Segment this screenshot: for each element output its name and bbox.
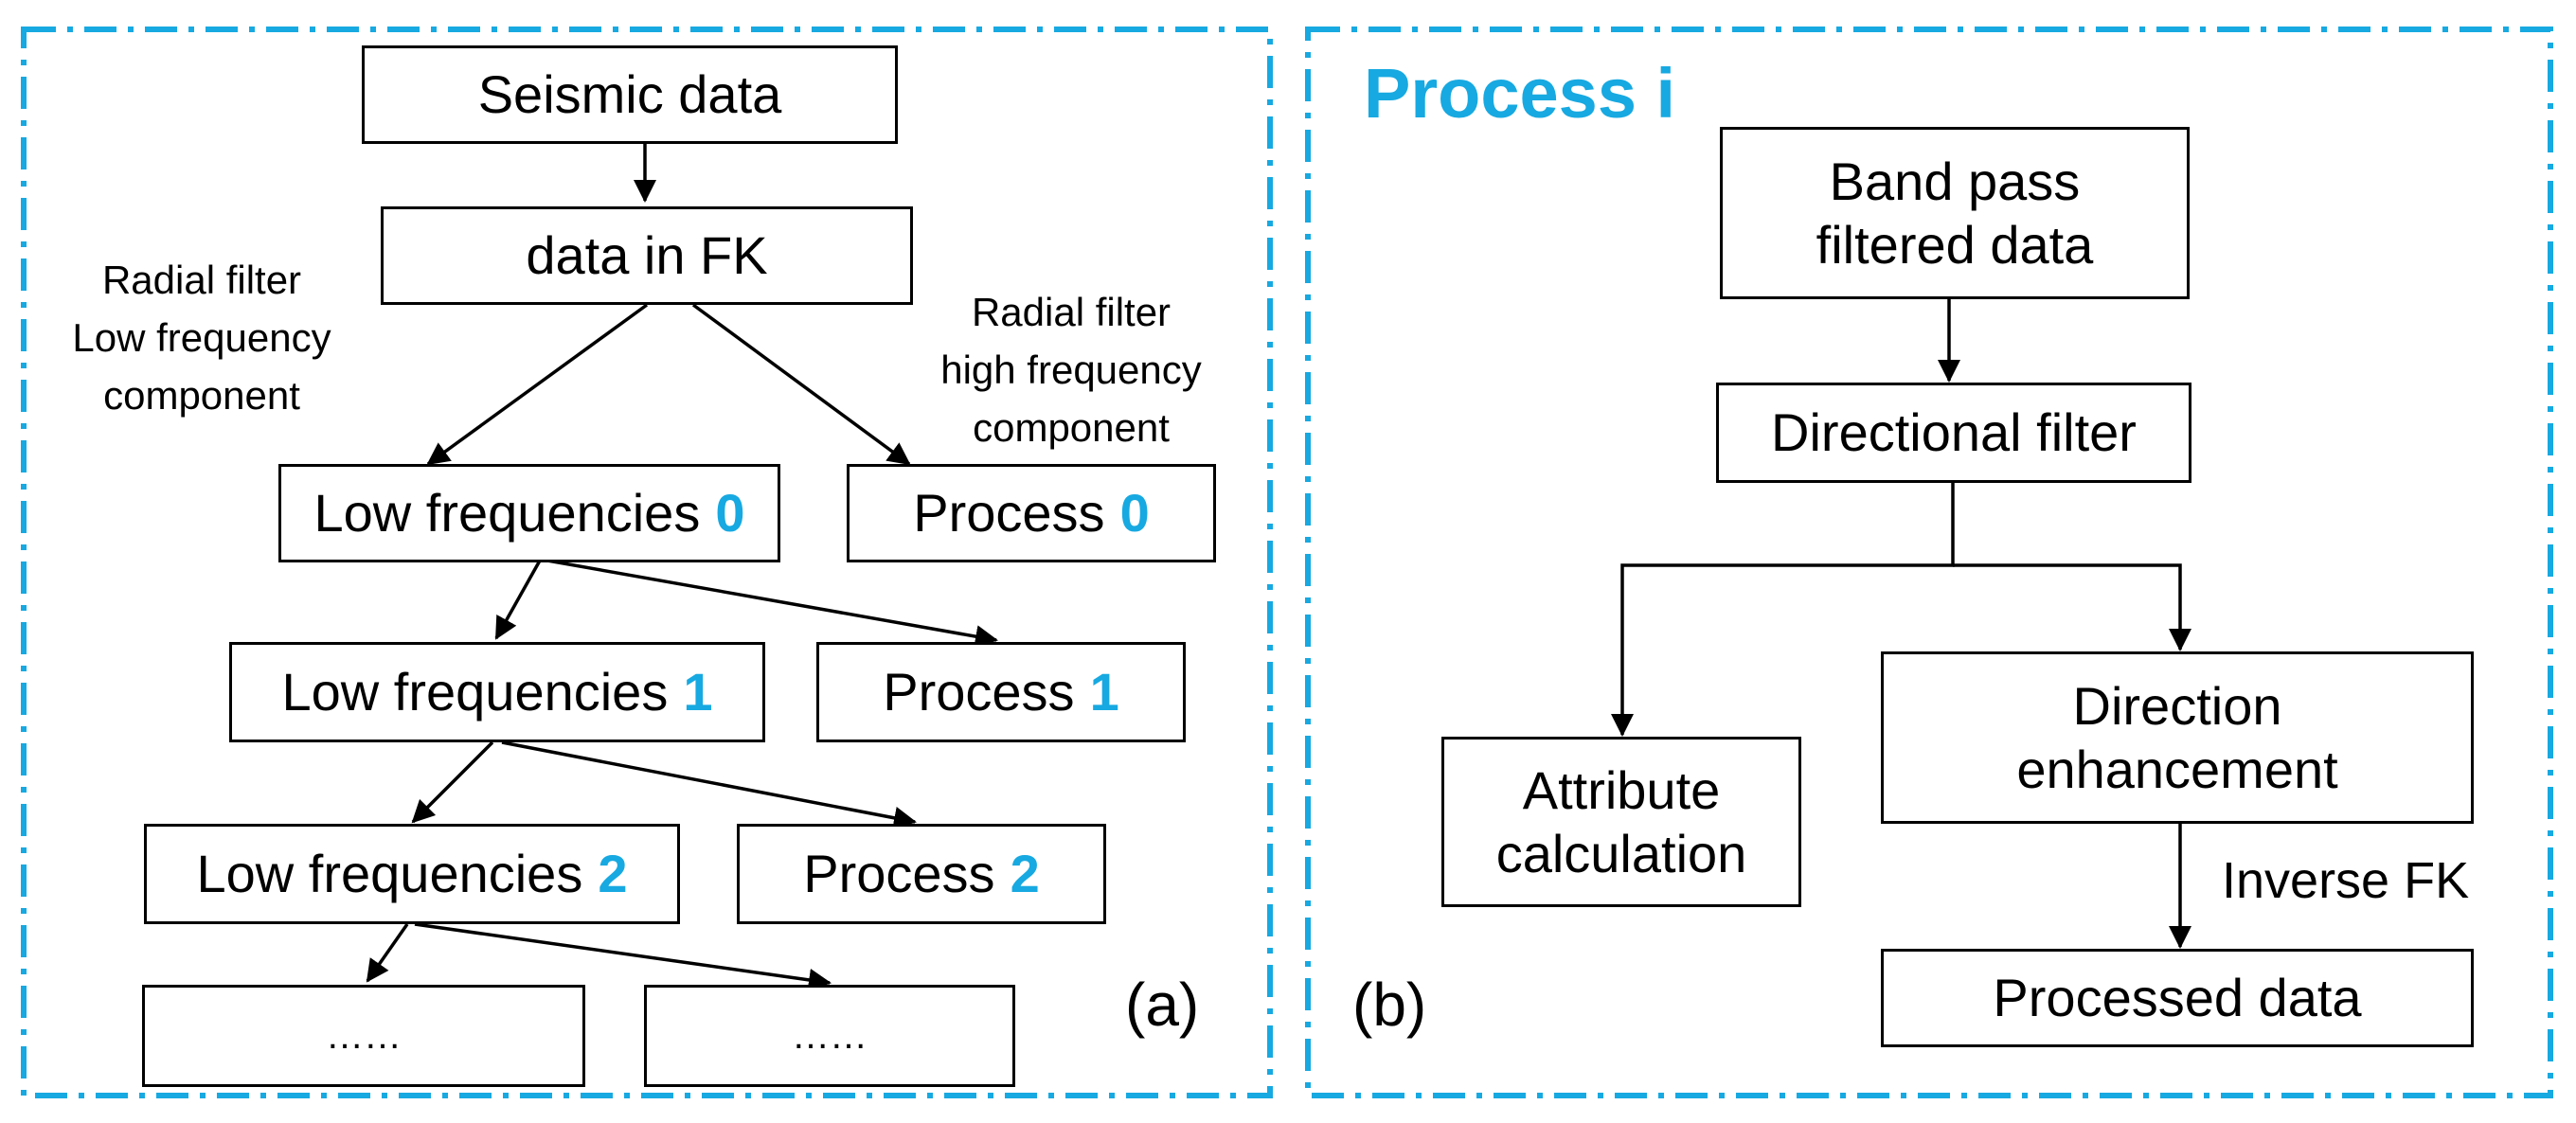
panel-a [21, 27, 1273, 1098]
box-low-frequencies-0-index: 0 [715, 483, 745, 544]
note-radial-high-line3: component [973, 404, 1170, 450]
box-process-1-index: 1 [1089, 662, 1119, 722]
note-radial-low-line1: Radial filter [101, 258, 302, 302]
box-seismic-data: Seismic data [362, 45, 898, 144]
note-radial-low-line2: Low frequency [72, 314, 331, 360]
box-band-pass-filtered-data: Band pass filtered data [1720, 127, 2190, 299]
box-process-1: Process 1 [816, 642, 1186, 742]
box-processed-data: Processed data [1881, 949, 2474, 1047]
box-process-1-label: Process [883, 662, 1075, 722]
box-enhancement-line1: Direction [2072, 675, 2282, 736]
box-enhancement-line2: enhancement [2016, 740, 2338, 799]
box-directional-filter: Directional filter [1716, 383, 2191, 483]
inverse-fk-label: Inverse FK [2222, 852, 2470, 909]
box-low-frequencies-1-index: 1 [683, 662, 713, 722]
box-low-frequencies-1: Low frequencies 1 [229, 642, 765, 742]
panel-b-label: (b) [1352, 971, 1427, 1039]
box-directional-filter-label: Directional filter [1771, 402, 2137, 463]
box-attribute-line2: calculation [1495, 824, 1747, 883]
box-continuation-left: …… [142, 985, 585, 1087]
box-low-frequencies-0: Low frequencies 0 [278, 464, 780, 562]
box-band-pass-line2: filtered data [1816, 215, 2094, 275]
box-process-0-label: Process [913, 483, 1105, 544]
box-process-2: Process 2 [737, 824, 1106, 924]
box-low-frequencies-2-index: 2 [598, 844, 628, 904]
box-process-2-label: Process [803, 844, 995, 904]
box-process-0: Process 0 [847, 464, 1216, 562]
box-low-frequencies-2-label: Low frequencies [196, 844, 583, 904]
box-process-2-index: 2 [1010, 844, 1040, 904]
panel-b-title: Process i [1364, 54, 1676, 133]
panel-a-label: (a) [1125, 971, 1200, 1039]
note-radial-high-line2: high frequency [940, 347, 1202, 392]
box-processed-data-label: Processed data [1993, 968, 2362, 1028]
note-radial-high: Radial filter high frequency component [915, 284, 1227, 457]
box-continuation-right: …… [644, 985, 1015, 1087]
note-radial-high-line1: Radial filter [971, 290, 1172, 334]
box-attribute-calculation: Attribute calculation [1441, 737, 1801, 907]
box-data-in-fk-label: data in FK [526, 225, 768, 286]
box-band-pass-line1: Band pass [1829, 151, 2081, 211]
box-low-frequencies-2: Low frequencies 2 [144, 824, 680, 924]
box-data-in-fk: data in FK [381, 206, 913, 305]
box-seismic-data-label: Seismic data [477, 64, 782, 125]
box-attribute-line1: Attribute [1522, 759, 1721, 820]
box-low-frequencies-0-label: Low frequencies [313, 483, 701, 544]
box-continuation-left-label: …… [326, 1015, 402, 1057]
box-continuation-right-label: …… [792, 1015, 868, 1057]
note-radial-low-line3: component [103, 372, 300, 418]
panel-b-frame [1305, 27, 2553, 1098]
box-process-0-index: 0 [1119, 483, 1150, 544]
box-direction-enhancement: Direction enhancement [1881, 651, 2474, 824]
box-low-frequencies-1-label: Low frequencies [281, 662, 669, 722]
panel-b [1305, 27, 2553, 1098]
panel-a-frame [21, 27, 1273, 1098]
note-radial-low: Radial filter Low frequency component [47, 252, 356, 425]
